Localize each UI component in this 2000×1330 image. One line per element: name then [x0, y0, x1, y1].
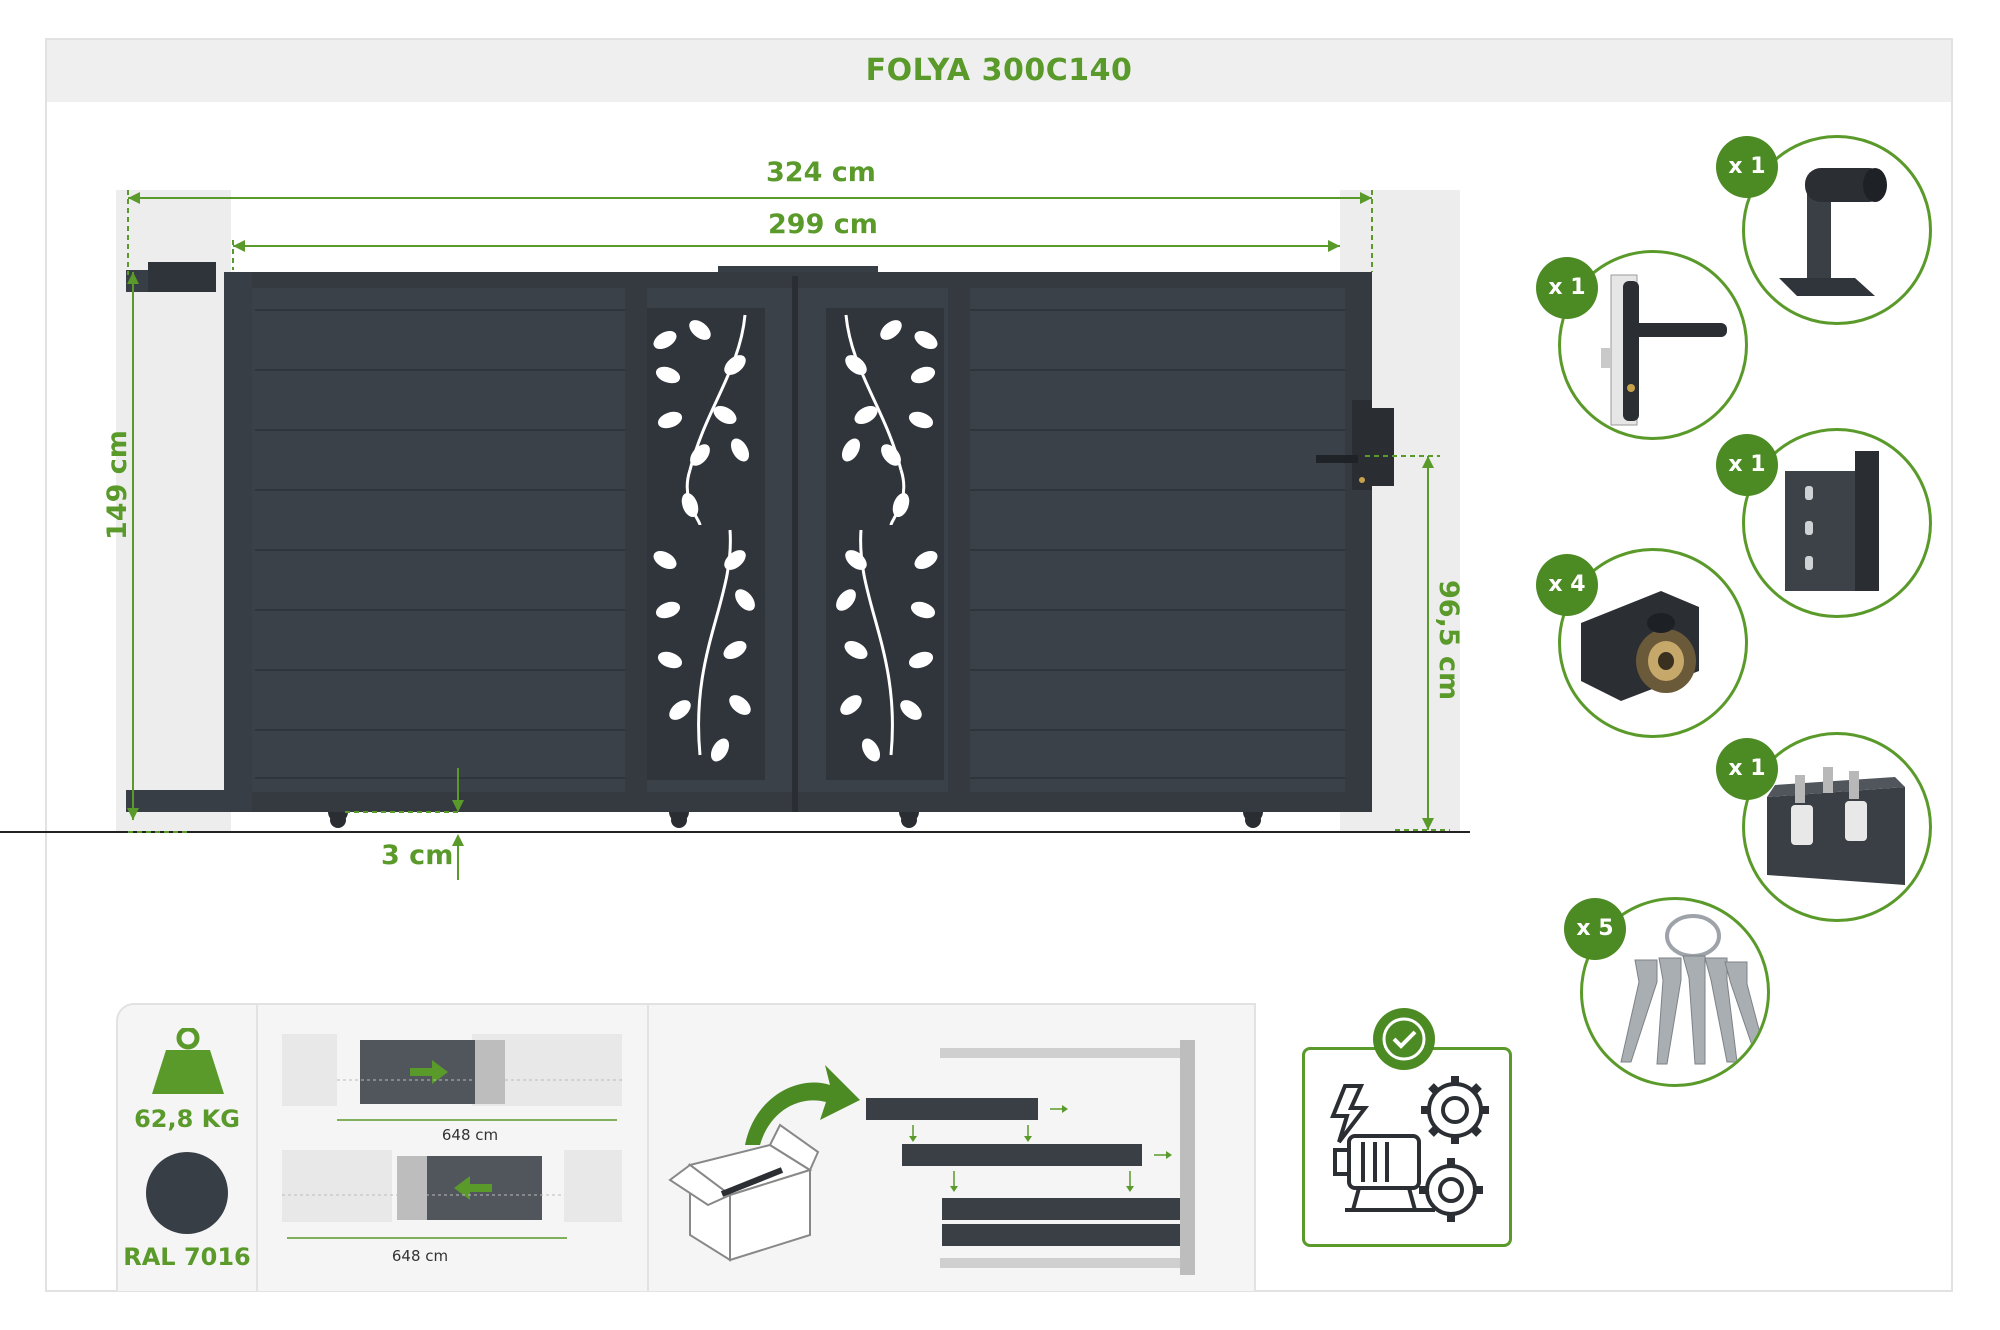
gate-lock: [1316, 400, 1394, 490]
accessory-qty-badge: x 1: [1716, 738, 1778, 800]
lock-handle-icon: [1601, 274, 1727, 426]
arrow-left-icon: [454, 1176, 492, 1200]
gate-body: [252, 266, 1372, 812]
passage-width-label: 299 cm: [768, 209, 878, 240]
opening-length-bottom: 648 cm: [391, 1247, 449, 1265]
height-label: 149 cm: [102, 430, 133, 540]
color-name: RAL 7016: [123, 1243, 251, 1271]
motor-compatible-box: [1302, 1047, 1512, 1247]
accessory-keys: [1580, 897, 1770, 1087]
left-post: [224, 272, 254, 812]
info-divider: [647, 1003, 649, 1291]
leaf-pattern-left: [653, 314, 755, 762]
color-swatch: [146, 1152, 228, 1234]
curved-arrow-icon: [745, 1065, 860, 1145]
check-icon: [1382, 1017, 1426, 1061]
delivery-diagram: [668, 1040, 1195, 1275]
gate-drawing: [0, 190, 1470, 880]
accessory-qty-badge: x 1: [1716, 434, 1778, 496]
accessory-qty-badge: x 5: [1564, 898, 1626, 960]
accessory-top-guide: [1742, 732, 1932, 922]
accessory-qty-badge: x 4: [1536, 554, 1598, 616]
ground-clearance-label: 3 cm: [381, 840, 454, 871]
post-cap: [148, 262, 216, 292]
page-title: FOLYA 300C140: [865, 53, 1133, 88]
motor-gear-icon: [1330, 1076, 1489, 1222]
handle-height-label: 96,5 cm: [1433, 580, 1464, 701]
opening-length-top: 648 cm: [441, 1126, 499, 1144]
arrow-right-icon: [410, 1060, 448, 1084]
stop-bracket-icon: [1785, 451, 1879, 591]
weight-icon: [152, 1028, 224, 1094]
left-wall: [116, 190, 231, 832]
info-divider: [256, 1003, 258, 1291]
accessory-qty-badge: x 1: [1716, 136, 1778, 198]
total-width-label: 324 cm: [766, 157, 876, 188]
top-guide-icon: [1767, 767, 1905, 885]
lightning-icon: [1330, 1084, 1370, 1144]
post-bottom-bracket: [126, 790, 226, 812]
gate-wheels: [328, 812, 1263, 828]
opening-diagrams: [282, 1034, 622, 1239]
dimension-lines: [127, 190, 1450, 880]
wheel-icon: [1581, 591, 1699, 701]
weight-value: 62,8 KG: [134, 1105, 240, 1133]
title-bar: FOLYA 300C140: [47, 40, 1951, 102]
accessory-wheel: [1558, 548, 1748, 738]
accessory-qty-badge: x 1: [1536, 257, 1598, 319]
check-badge: [1373, 1008, 1435, 1070]
box-icon: [668, 1123, 820, 1262]
guide-roller-icon: [1779, 168, 1887, 296]
leaf-pattern-right: [836, 314, 938, 762]
